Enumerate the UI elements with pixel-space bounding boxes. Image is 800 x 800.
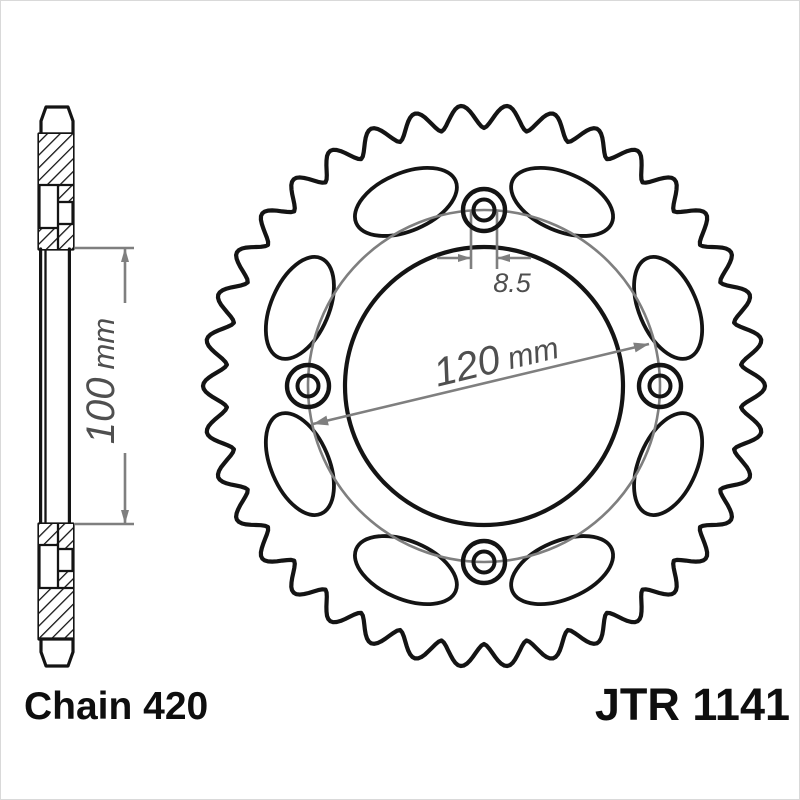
dim-line-120 [312, 342, 650, 426]
dim-8-5-label: 8.5 [493, 268, 532, 298]
lightening-slots [263, 165, 705, 607]
side-bottom-tooth [39, 637, 75, 668]
lightening-slot [509, 165, 615, 238]
chain-label: Chain 420 [24, 685, 208, 728]
side-top-tooth [39, 105, 75, 136]
bolt-hole [636, 362, 684, 410]
gear-teeth-outline [200, 103, 768, 669]
front-view [75, 103, 768, 669]
lightening-slot [632, 411, 705, 517]
dim-arrow-85-right [497, 254, 510, 262]
side-lower-hatch [39, 524, 73, 639]
lightening-slot [509, 534, 615, 607]
bolt-hole [471, 197, 497, 223]
dimension-layer [75, 208, 662, 564]
dim-arrow-120-right [633, 342, 649, 353]
dim-arrow-100-bottom [121, 510, 129, 524]
center-bore-circle [342, 244, 626, 528]
bolt-circle [306, 208, 662, 564]
bolt-hole [471, 549, 497, 575]
bolt-hole [295, 373, 321, 399]
side-view [37, 105, 75, 668]
part-number-label: JTR 1141 [595, 679, 790, 730]
lightening-slot [353, 165, 459, 238]
dim-arrow-100-top [121, 248, 129, 262]
dim-arrow-85-left [458, 254, 471, 262]
bolt-hole [460, 186, 508, 234]
bolt-hole [647, 373, 673, 399]
lightening-slot [263, 255, 336, 361]
side-web [38, 247, 72, 526]
bolt-hole [460, 538, 508, 586]
lightening-slot [632, 255, 705, 361]
dim-arrow-120-left [313, 415, 329, 426]
bolt-holes [284, 186, 684, 586]
side-upper-hatch [39, 134, 73, 249]
bolt-hole [284, 362, 332, 410]
lightening-slot [263, 411, 336, 517]
lightening-slot [353, 534, 459, 607]
dim-100mm-label: 100mm [79, 318, 123, 444]
